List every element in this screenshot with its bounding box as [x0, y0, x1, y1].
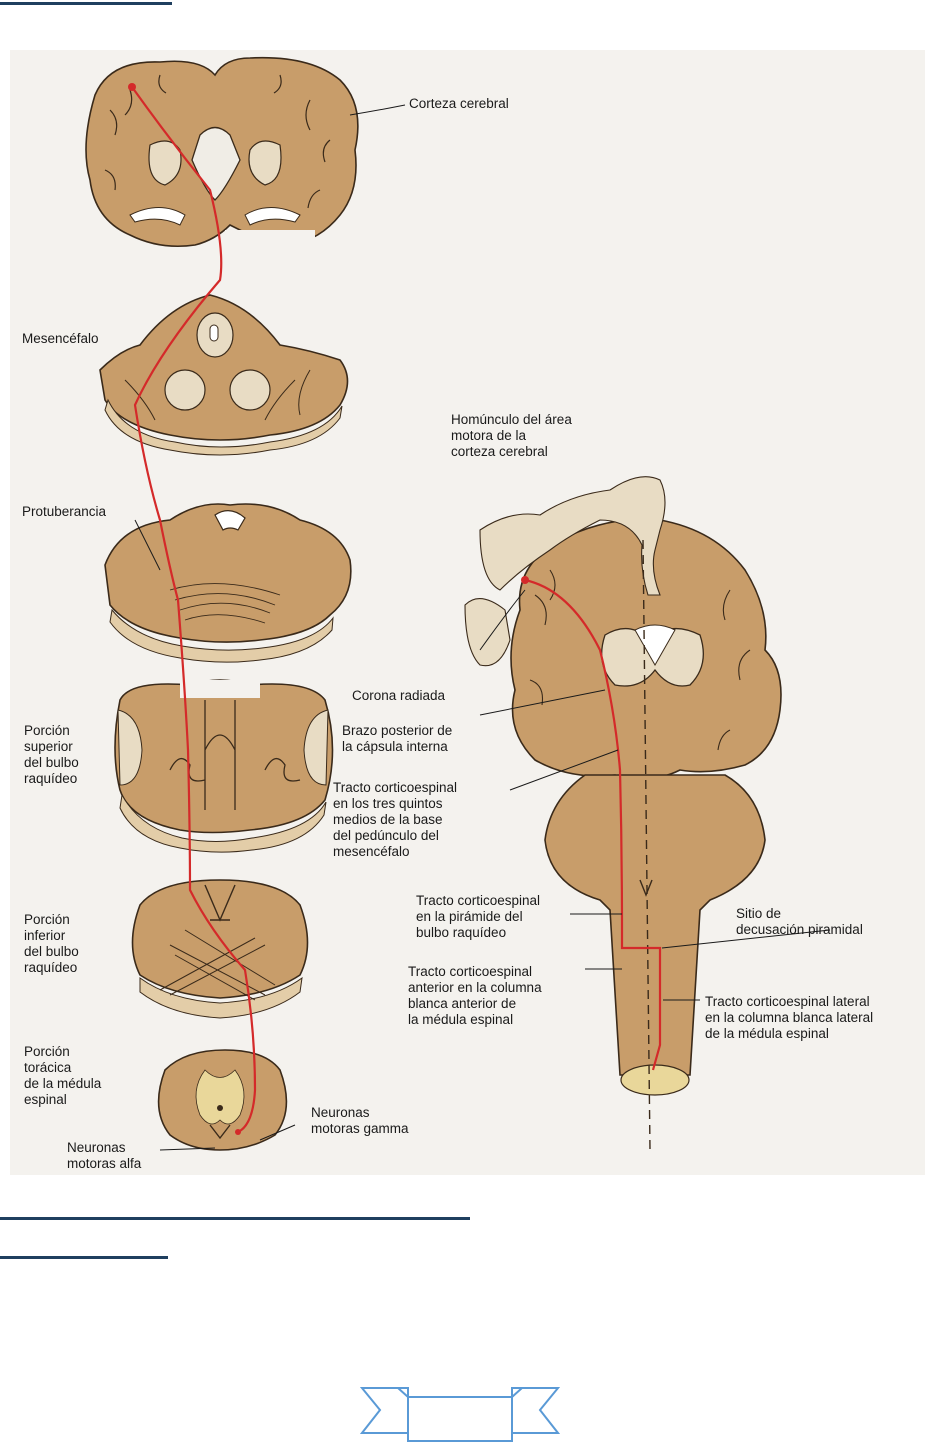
brain-hemisphere-figure — [464, 476, 782, 1151]
label-sitio-decusacion: Sitio de decusación piramidal — [736, 906, 863, 937]
bottom-rule-long — [0, 1217, 470, 1220]
label-tracto-pedunculo: Tracto corticoespinal en los tres quinto… — [333, 780, 458, 859]
label-protuberancia: Protuberancia — [22, 504, 107, 519]
page-number-scroll-ornament — [360, 1387, 560, 1442]
corticospinal-tract-figure — [10, 50, 925, 1175]
label-brazo-posterior: Brazo posterior de la cápsula interna — [342, 723, 453, 754]
tract-markers — [128, 83, 529, 1135]
upper-medulla-section — [114, 679, 334, 853]
label-corteza-cerebral: Corteza cerebral — [409, 96, 509, 111]
label-bulbo-inferior: Porción inferior del bulbo raquídeo — [24, 912, 79, 975]
label-neuronas-alfa: Neuronas motoras alfa — [67, 1140, 142, 1171]
label-medula-toracica: Porción torácica de la médula espinal — [24, 1044, 102, 1107]
label-homunculo: Homúnculo del área motora de la corteza … — [451, 412, 572, 459]
label-corona-radiada: Corona radiada — [352, 688, 446, 703]
label-mesencefalo: Mesencéfalo — [22, 331, 99, 346]
leader-lines — [134, 104, 831, 1151]
bottom-rule-short — [0, 1256, 168, 1259]
top-rule — [0, 2, 172, 5]
corticospinal-tracts — [131, 86, 662, 1133]
cerebral-cortex-section — [85, 56, 359, 265]
mesencephalon-section — [99, 294, 349, 456]
label-tracto-anterior: Tracto corticoespinal anterior en la col… — [408, 964, 542, 1027]
label-bulbo-superior: Porción superior del bulbo raquídeo — [24, 723, 79, 786]
label-tracto-lateral: Tracto corticoespinal lateral en la colu… — [705, 994, 874, 1041]
label-tracto-piramide: Tracto corticoespinal en la pirámide del… — [416, 893, 541, 940]
label-neuronas-gamma: Neuronas motoras gamma — [311, 1105, 409, 1136]
